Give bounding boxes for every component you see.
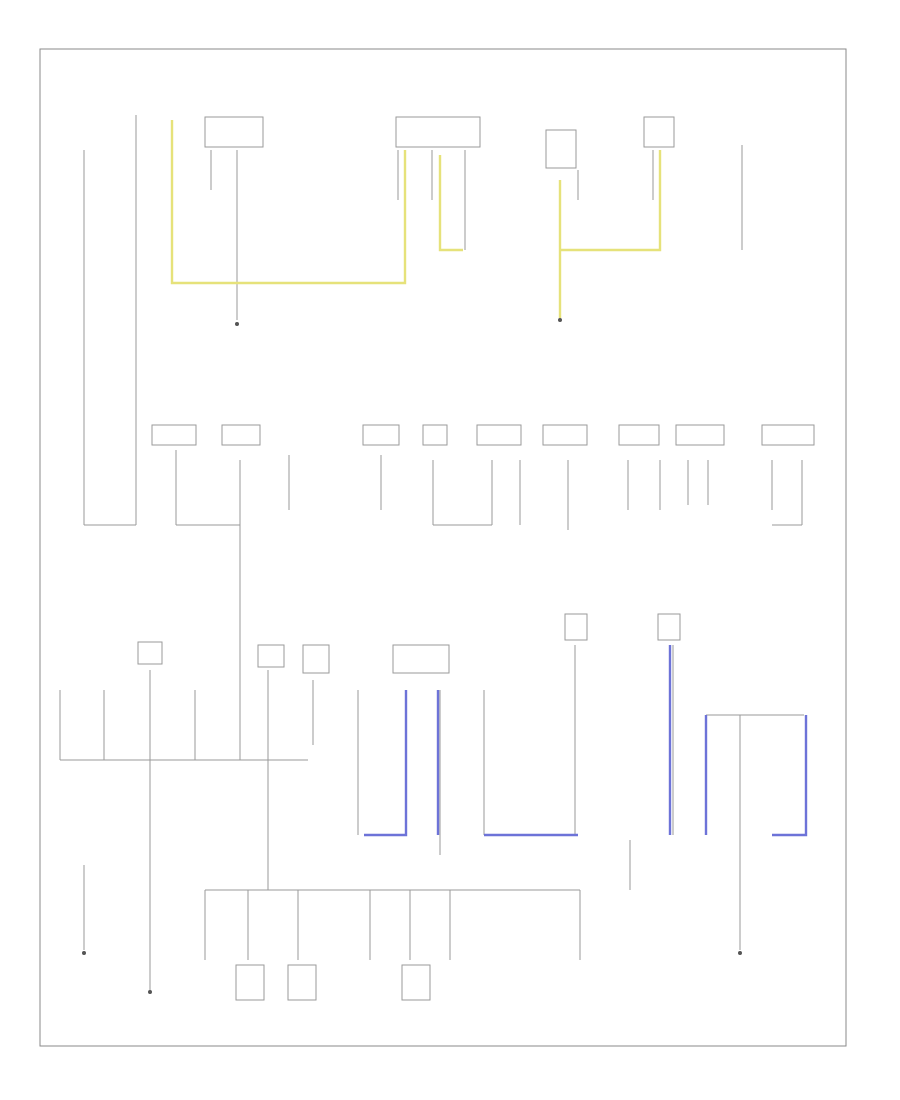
wire-yellow xyxy=(438,155,463,252)
component-box xyxy=(204,116,264,148)
component-box xyxy=(392,644,450,674)
section-lower xyxy=(59,613,808,994)
ground-point-icon xyxy=(82,951,86,955)
component-box xyxy=(235,964,265,1001)
component-box xyxy=(657,613,681,641)
component-box xyxy=(257,644,285,668)
component-box xyxy=(643,116,675,148)
ground-point-icon xyxy=(235,322,239,326)
wire-yellow xyxy=(560,150,662,252)
ground-point-icon xyxy=(738,951,742,955)
component-box xyxy=(675,424,725,446)
component-box xyxy=(476,424,522,446)
component-box xyxy=(151,424,197,446)
component-box xyxy=(302,644,330,674)
component-box xyxy=(618,424,660,446)
section-top xyxy=(83,115,743,526)
component-box xyxy=(401,964,431,1001)
component-box xyxy=(137,641,163,665)
section-middle xyxy=(151,424,815,760)
component-box xyxy=(564,613,588,641)
component-box xyxy=(545,129,577,169)
component-box xyxy=(395,116,481,148)
diagram-frame xyxy=(39,48,847,1047)
ground-point-icon xyxy=(558,318,562,322)
wire-blue xyxy=(772,715,808,837)
wire-yellow xyxy=(170,120,407,285)
component-box xyxy=(542,424,588,446)
wire-blue xyxy=(364,690,408,837)
component-box xyxy=(422,424,448,446)
component-box xyxy=(362,424,400,446)
component-box xyxy=(287,964,317,1001)
component-box xyxy=(761,424,815,446)
section-bottom xyxy=(204,889,581,1001)
component-box xyxy=(221,424,261,446)
ground-point-icon xyxy=(148,990,152,994)
